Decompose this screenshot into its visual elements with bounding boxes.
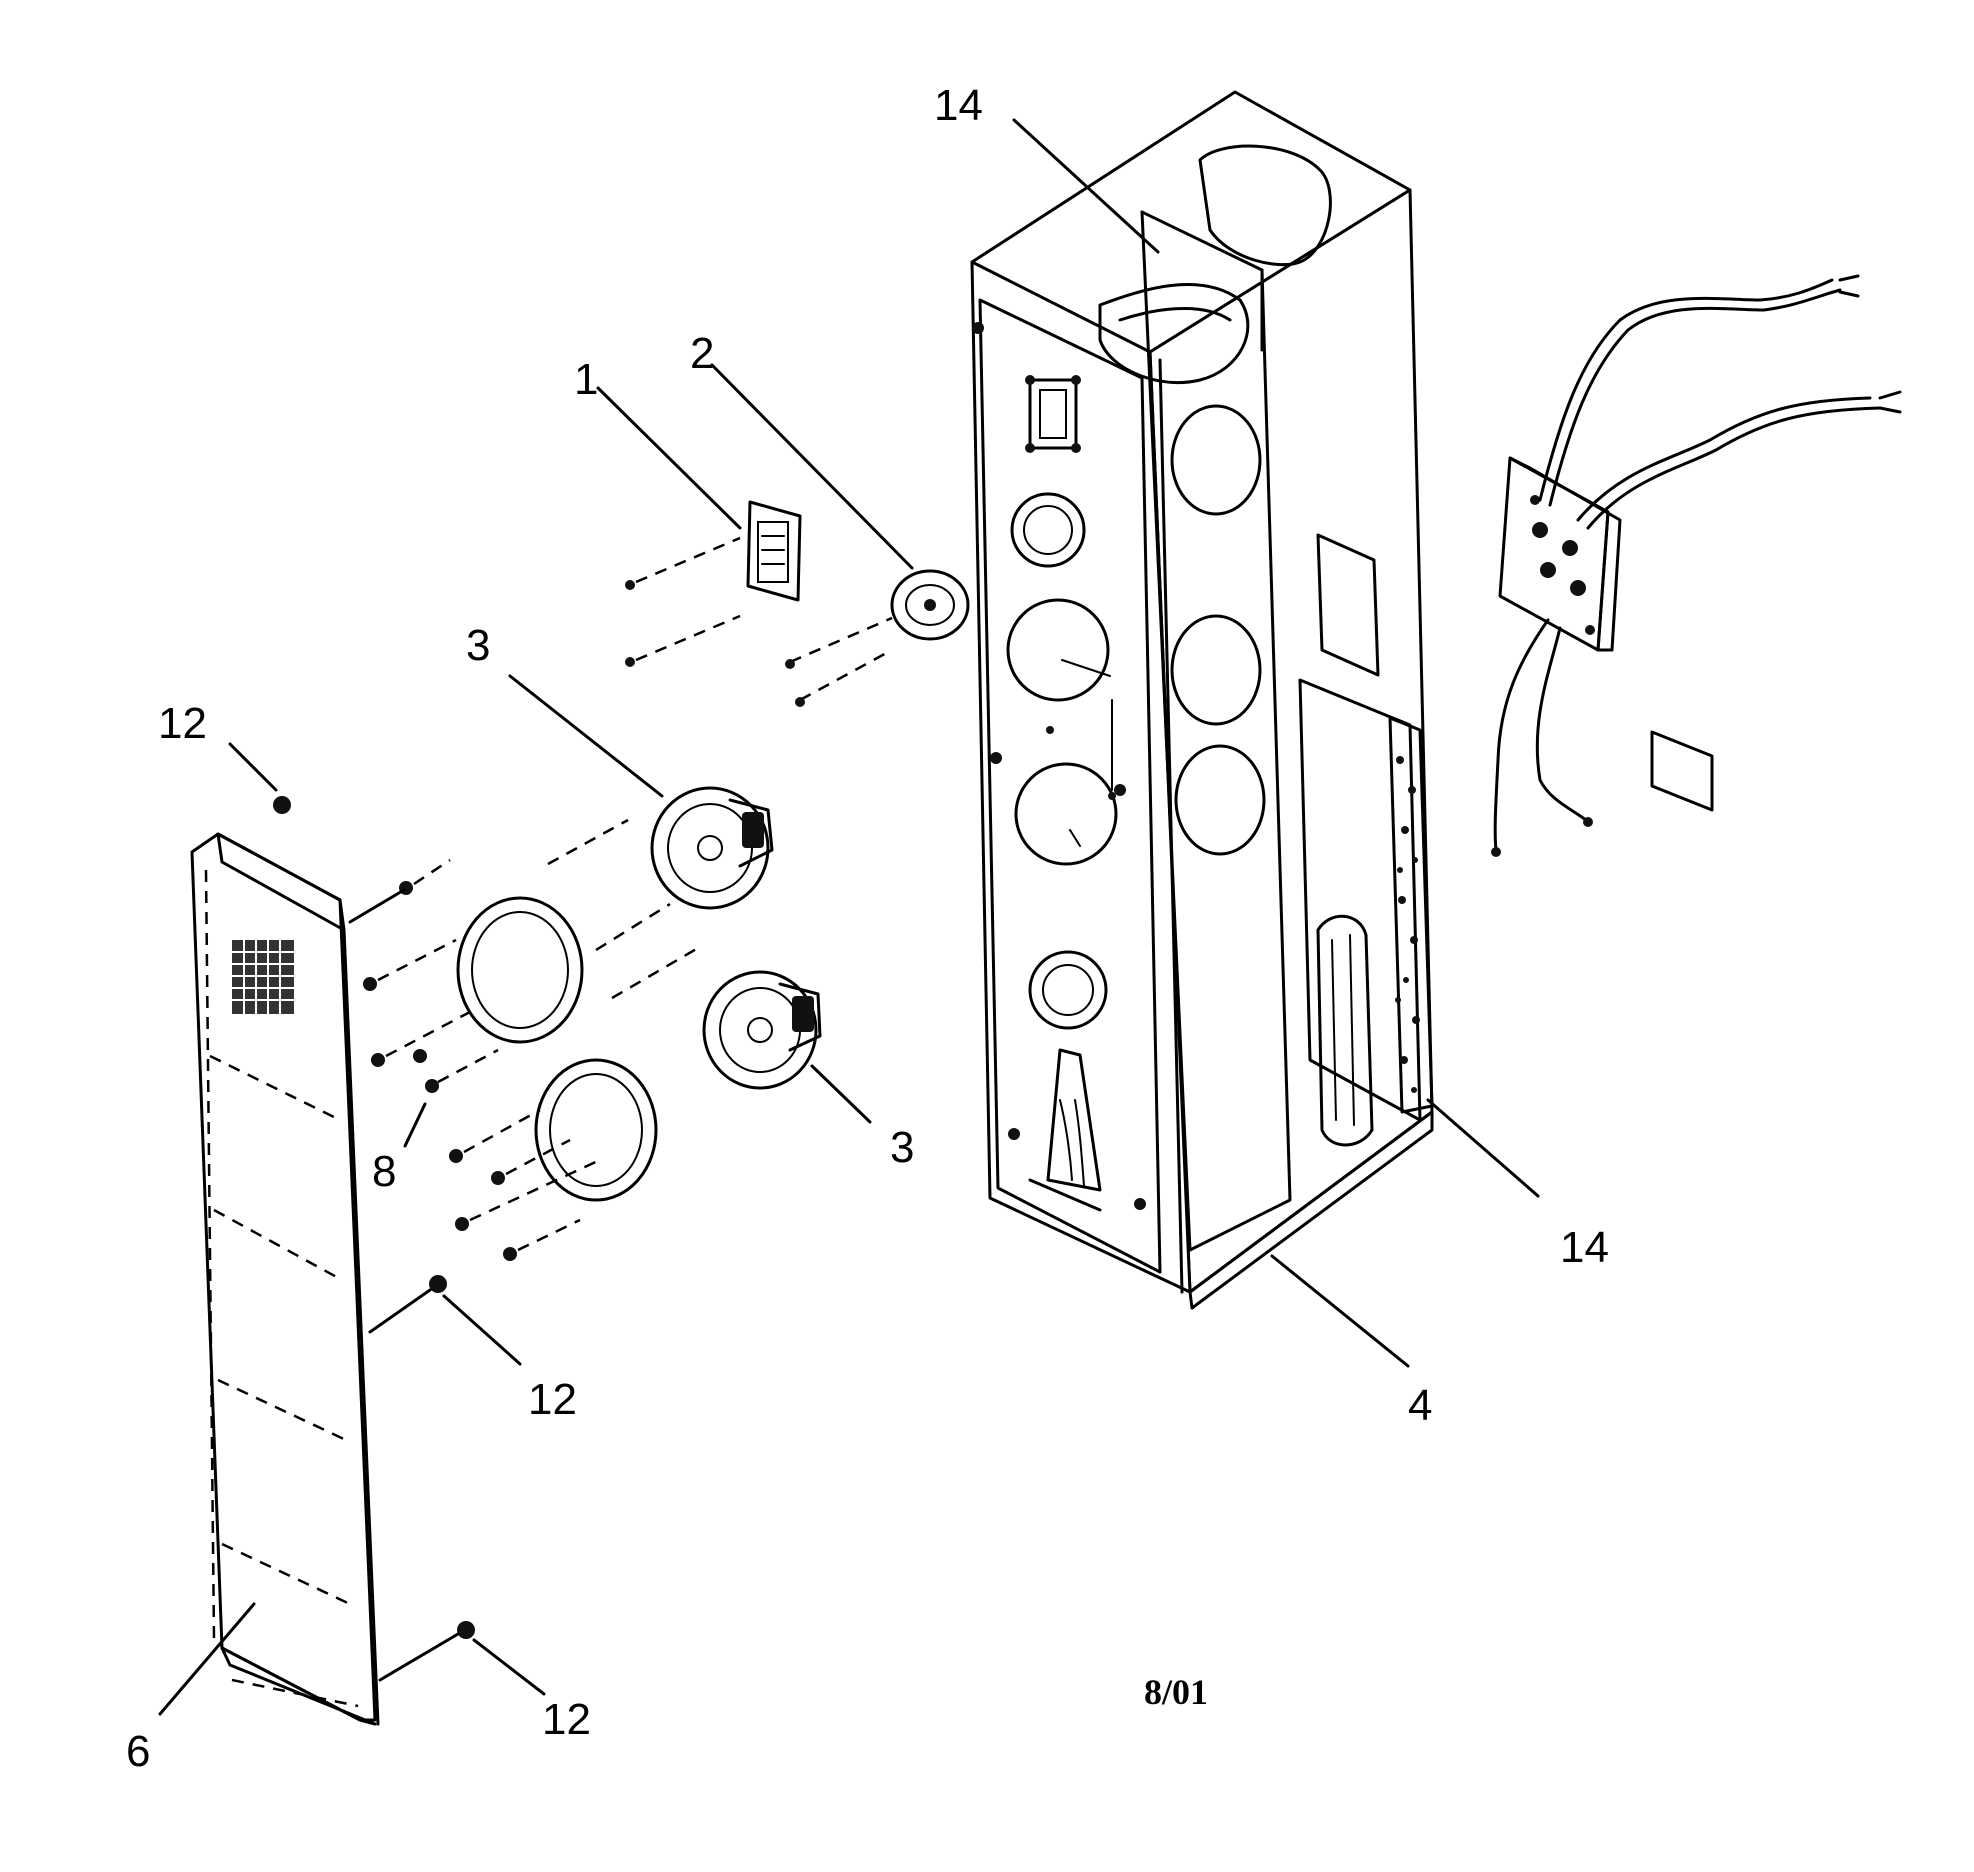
callout-12-top: 12 bbox=[158, 699, 207, 748]
callout-14-right: 14 bbox=[1560, 1223, 1609, 1272]
callout-8: 8 bbox=[372, 1147, 396, 1196]
trim-ring-lower bbox=[534, 1058, 658, 1202]
leader-lines bbox=[158, 118, 1540, 1716]
mounting-screws bbox=[273, 796, 601, 1639]
grille-part-6 bbox=[190, 832, 460, 1726]
small-driver-part-2 bbox=[785, 569, 970, 707]
tweeter-part-1 bbox=[625, 500, 802, 667]
callout-3-upper: 3 bbox=[466, 621, 490, 670]
cabinet-port-holes bbox=[1170, 404, 1266, 856]
callout-1: 1 bbox=[574, 355, 598, 404]
terminal-plate-wiring bbox=[1491, 274, 1902, 857]
trim-ring-upper bbox=[456, 818, 699, 1044]
woofer-lower-part-3 bbox=[702, 970, 822, 1090]
callout-14-top: 14 bbox=[934, 81, 983, 130]
date-code: 8/01 bbox=[1144, 1672, 1208, 1712]
callout-3-lower: 3 bbox=[890, 1123, 914, 1172]
speaker-cabinet bbox=[970, 90, 1434, 1310]
callout-labels: 1 2 3 3 4 6 8 12 12 12 14 14 8/01 bbox=[126, 81, 1609, 1776]
callout-6: 6 bbox=[126, 1727, 150, 1776]
callout-4: 4 bbox=[1408, 1381, 1432, 1430]
woofer-upper-part-3 bbox=[650, 786, 774, 910]
grille-logo-mesh bbox=[232, 940, 294, 1014]
callout-2: 2 bbox=[690, 329, 714, 378]
callout-12-middle: 12 bbox=[528, 1375, 577, 1424]
callout-12-bottom: 12 bbox=[542, 1695, 591, 1744]
baffle-details bbox=[972, 322, 1146, 1212]
